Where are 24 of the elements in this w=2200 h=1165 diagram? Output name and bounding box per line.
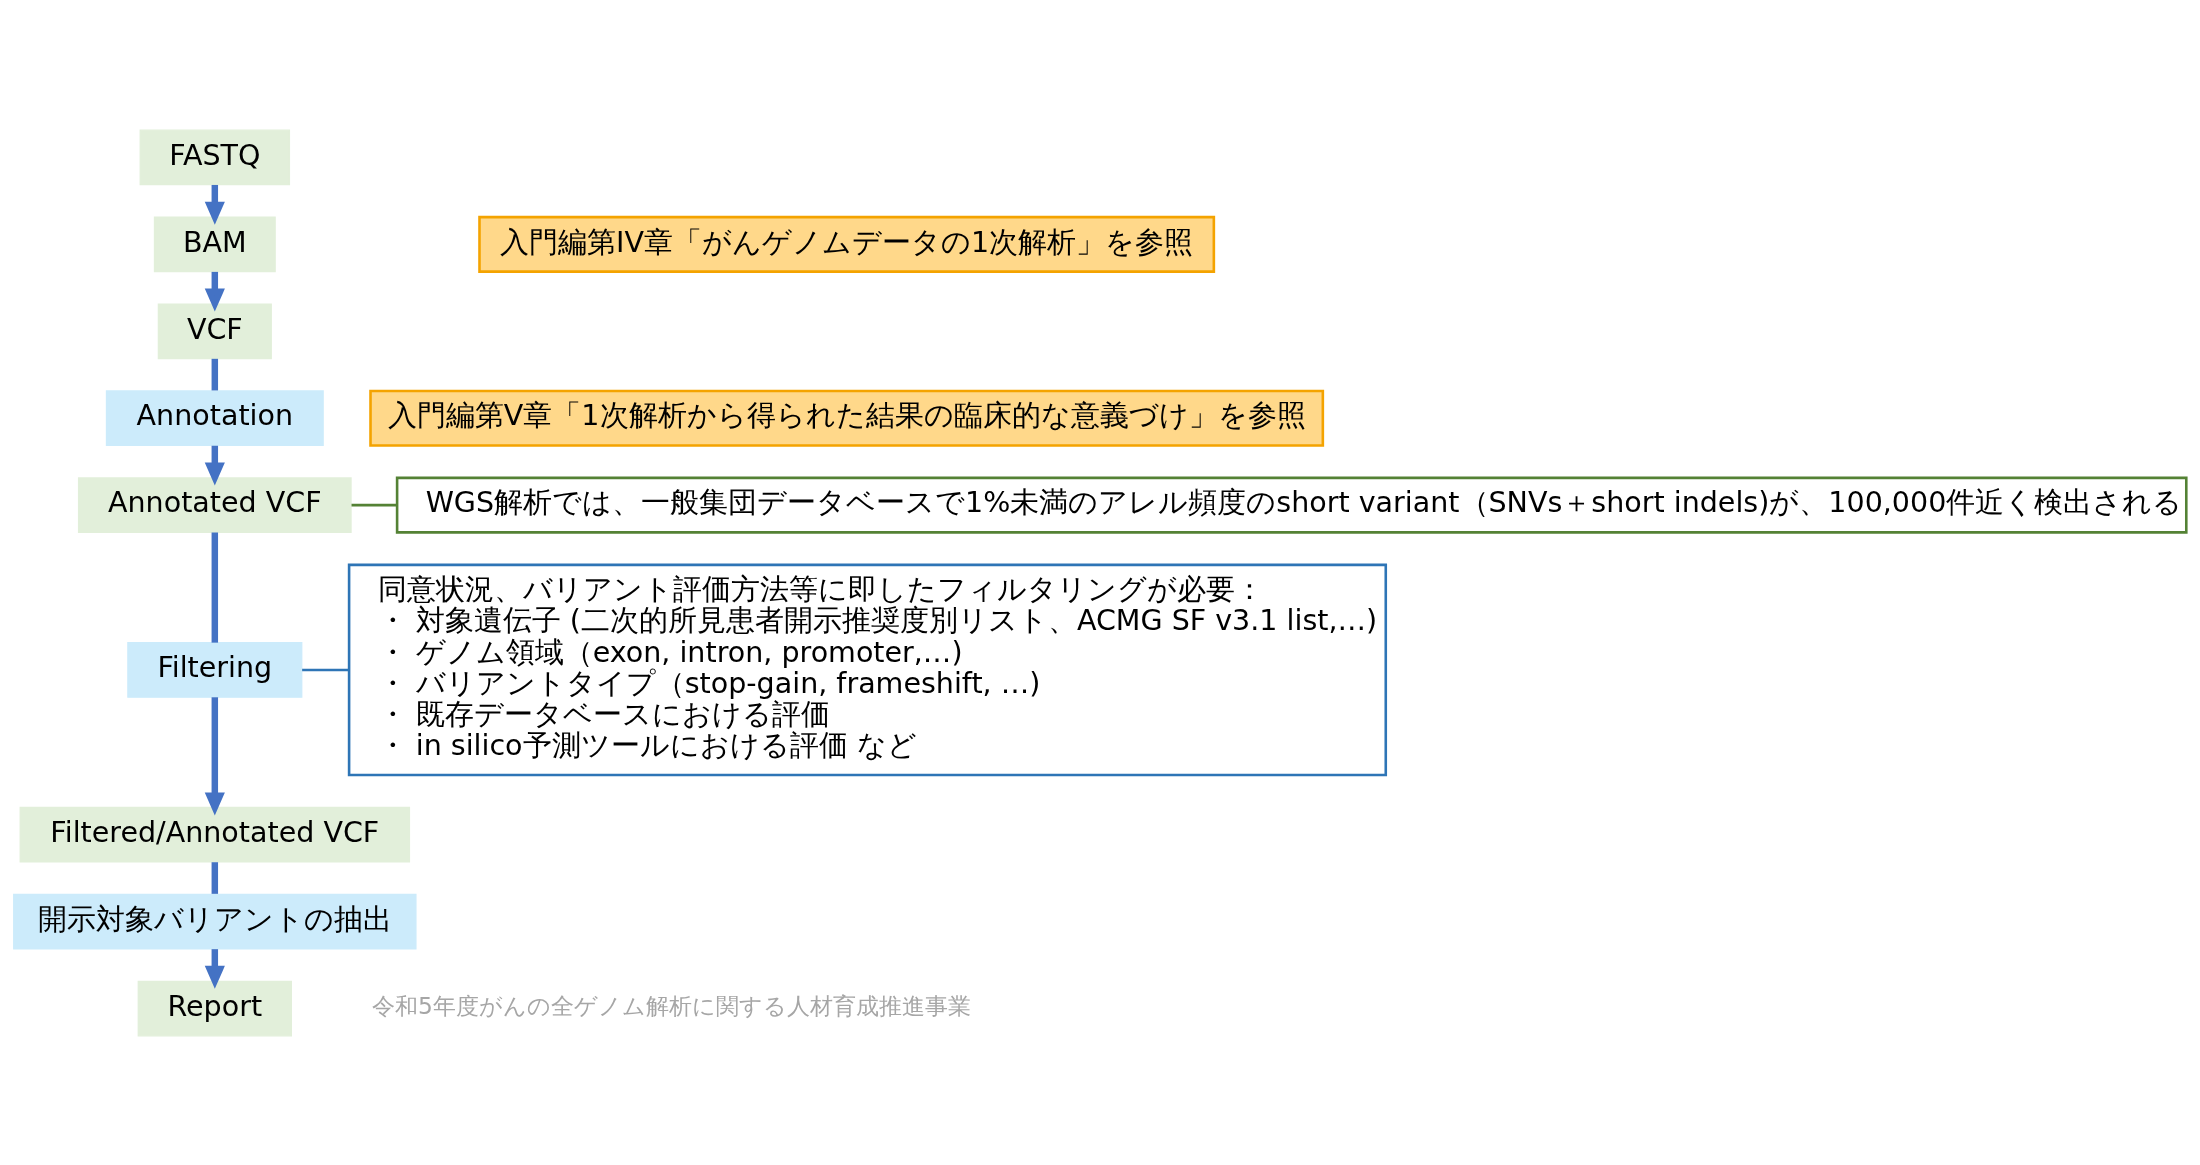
node-box: Report: [137, 980, 292, 1036]
connector: [302, 668, 350, 671]
node-box: FASTQ: [139, 129, 291, 185]
node-box: 同意状況、バリアント評価方法等に即したフィルタリングが必要： ・ 対象遺伝子 (二次的所見患者開示推奨度別リスト、ACMG SF v3.1 list,…) ・ ゲノム領域（exon, intron, promoter,…) ・ バリアントタイプ（stop-gain, frameshift, …) ・ 既存データベースにおける評価 ・ in silico予測ツールにおける評価 など: [347, 563, 1388, 776]
arrow: [204, 696, 225, 815]
arrow: [204, 948, 225, 989]
label: 令和5年度がんの全ゲノム解析に関する人材育成推進事業: [372, 991, 971, 1020]
arrow: [204, 445, 225, 485]
connector: [211, 532, 219, 643]
arrow: [204, 184, 225, 225]
connector: [211, 358, 219, 390]
node-box: 開示対象バリアントの抽出: [13, 893, 417, 950]
node-box: BAM: [153, 215, 276, 272]
arrow: [204, 271, 225, 312]
node-box: WGS解析では、一般集団データベースで1%未満のアレル頻度のshort variant（SNVs＋short indels)が、100,000件近く検出される: [395, 476, 2188, 534]
node-box: Filtered/Annotated VCF: [19, 806, 411, 863]
node-box: VCF: [157, 302, 272, 359]
node-box: 入門編第IV章「がんゲノムデータの1次解析」を参照: [478, 215, 1216, 273]
node-box: Annotated VCF: [77, 476, 352, 533]
node-box: Filtering: [127, 641, 303, 698]
connector: [351, 503, 397, 506]
node-box: 入門編第V章「1次解析から得られた結果の臨床的な意義づけ」を参照: [369, 389, 1325, 447]
node-box: Annotation: [105, 389, 324, 446]
connector: [211, 861, 219, 894]
